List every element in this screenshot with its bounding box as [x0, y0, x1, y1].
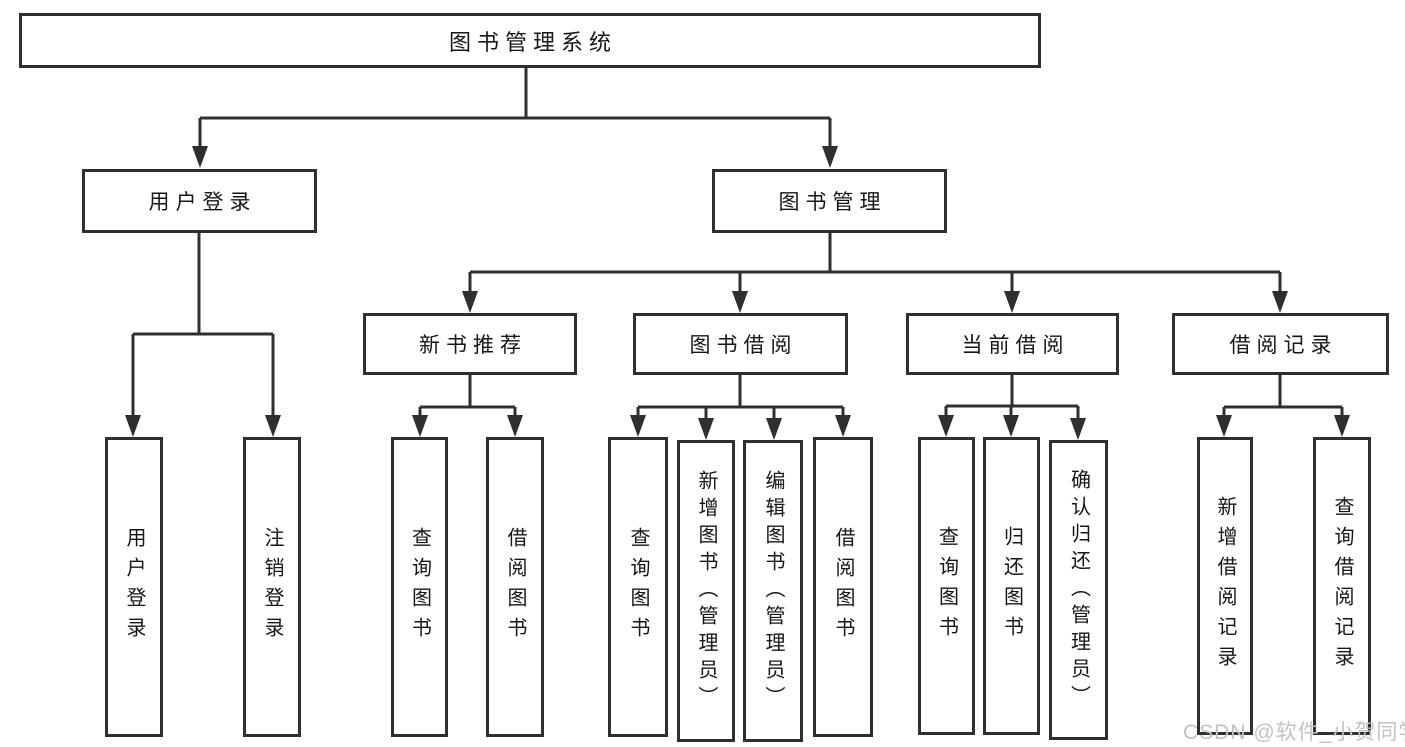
leaf-label: 查询图书 [627, 527, 649, 647]
node-current-borrowing: 当前借阅 [906, 313, 1119, 375]
node-user-login-label: 用户登录 [148, 191, 257, 214]
leaf-return-books: 归还图书 [983, 437, 1040, 735]
leaf-label: 查询图书 [935, 526, 958, 646]
leaf-label: 借阅图书 [504, 527, 526, 647]
leaf-label: 借阅图书 [832, 527, 854, 647]
leaf-add-books-admin: 新增图书（管理员） [677, 440, 735, 742]
node-borrowing-records-label: 借阅记录 [1229, 334, 1338, 357]
node-root-label: 图书管理系统 [448, 29, 617, 55]
node-new-book-recommendation-label: 新书推荐 [419, 334, 527, 357]
leaf-edit-books-admin: 编辑图书（管理员） [743, 440, 803, 742]
leaf-query-books-recommend: 查询图书 [391, 437, 448, 737]
node-new-book-recommendation: 新书推荐 [363, 313, 577, 375]
leaf-user-login: 用户登录 [105, 437, 163, 737]
leaf-query-books-borrowing: 查询图书 [608, 437, 668, 737]
leaf-confirm-return-admin: 确认归还（管理员） [1049, 440, 1108, 740]
node-user-login: 用户登录 [82, 169, 317, 233]
node-current-borrowing-label: 当前借阅 [961, 334, 1070, 357]
node-book-borrowing: 图书借阅 [633, 313, 848, 375]
leaf-query-borrow-record: 查询借阅记录 [1313, 437, 1371, 735]
leaf-label: 归还图书 [1000, 526, 1023, 646]
leaf-label: 查询借阅记录 [1331, 496, 1353, 676]
node-root: 图书管理系统 [19, 13, 1041, 68]
node-borrowing-records: 借阅记录 [1172, 313, 1389, 375]
leaf-label: 编辑图书（管理员） [762, 469, 784, 713]
node-book-management: 图书管理 [712, 169, 947, 233]
leaf-label: 查询图书 [408, 527, 431, 647]
node-book-borrowing-label: 图书借阅 [689, 334, 798, 357]
connector-paths [131, 68, 1344, 426]
leaf-label: 新增借阅记录 [1214, 496, 1236, 676]
leaf-logout-login-label: 注销登录 [261, 527, 283, 647]
leaf-label: 确认归还（管理员） [1067, 468, 1090, 712]
leaf-borrow-books-recommend: 借阅图书 [486, 437, 544, 737]
node-book-management-label: 图书管理 [778, 191, 887, 214]
leaf-user-login-label: 用户登录 [123, 527, 145, 647]
leaf-logout-login: 注销登录 [243, 437, 301, 737]
arrowheads [125, 146, 1350, 440]
csdn-watermark: CSDN @软件_小贺同学 [1183, 721, 1405, 744]
leaf-add-borrow-record: 新增借阅记录 [1197, 437, 1253, 735]
leaf-query-books-current: 查询图书 [918, 437, 975, 735]
leaf-label: 新增图书（管理员） [695, 469, 717, 713]
leaf-borrow-books-borrowing: 借阅图书 [813, 437, 873, 737]
